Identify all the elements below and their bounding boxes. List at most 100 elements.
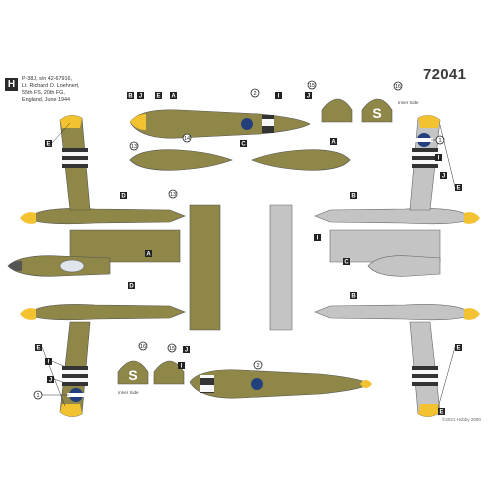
top-nose-gray <box>8 260 22 272</box>
svg-text:E: E <box>439 410 443 416</box>
side-stripes <box>200 375 214 393</box>
svg-text:B: B <box>128 94 133 100</box>
hobby2000-logo-icon: H <box>5 78 18 91</box>
callout-j: J <box>183 346 190 354</box>
svg-text:C: C <box>241 142 246 148</box>
bottom-boom-upper <box>314 208 473 225</box>
leader-line <box>51 122 71 144</box>
svg-text:J: J <box>49 378 52 384</box>
bottom-spinner-upper <box>464 212 480 224</box>
stripe <box>412 164 438 168</box>
stripe <box>62 152 88 156</box>
stripe <box>412 378 438 382</box>
svg-text:D: D <box>129 284 134 290</box>
svg-text:J: J <box>185 348 188 354</box>
side-nose-upper <box>130 114 146 130</box>
svg-text:J: J <box>307 94 310 100</box>
svg-text:E: E <box>156 94 160 100</box>
tail-fin-inner-top: S <box>361 98 393 123</box>
bottom-view-gray <box>269 115 480 417</box>
fuselage-letter: S <box>128 367 137 383</box>
svg-text:15: 15 <box>309 83 315 89</box>
stripe <box>62 160 88 164</box>
svg-text:A: A <box>146 252 151 258</box>
stripe <box>62 382 88 386</box>
svg-text:16: 16 <box>140 344 146 350</box>
callout-e: E <box>35 344 42 352</box>
side-stripes <box>262 115 274 133</box>
leader-line <box>53 378 69 385</box>
svg-text:1: 1 <box>438 138 441 144</box>
callout-i: I <box>45 358 52 366</box>
svg-text:B: B <box>351 194 356 200</box>
callout-j: J <box>47 376 54 384</box>
callout-a: A <box>170 92 177 100</box>
stripe <box>412 366 438 370</box>
stripe <box>412 160 438 164</box>
top-wingtip-upper <box>60 115 82 128</box>
callout-13: 13 <box>129 141 139 151</box>
tail-fin-outer-bottom <box>153 360 185 385</box>
aircraft-info-block: P-38J, s/n 42-67916, Lt. Richard O. Loeh… <box>22 76 142 104</box>
svg-text:E: E <box>46 142 50 148</box>
callout-j: J <box>440 172 447 180</box>
stripe <box>412 148 438 152</box>
callout-b: B <box>127 92 134 100</box>
side-view-lower <box>189 369 372 399</box>
leader-line <box>51 360 69 369</box>
leader-line <box>429 156 436 161</box>
svg-text:14: 14 <box>184 136 190 142</box>
svg-text:13: 13 <box>170 192 176 198</box>
svg-text:A: A <box>331 140 336 146</box>
top-boom-lower <box>27 304 186 321</box>
top-spinner-lower <box>20 308 36 320</box>
callout-i: I <box>275 92 282 100</box>
callout-c: C <box>240 140 247 148</box>
callout-c: C <box>343 258 350 266</box>
svg-text:E: E <box>456 346 460 352</box>
callout-b: B <box>350 292 357 300</box>
svg-text:15: 15 <box>169 346 175 352</box>
callout-e: E <box>455 344 462 352</box>
inner-side-label: Inner Side <box>398 100 419 105</box>
callout-j: J <box>305 92 312 100</box>
side-view-mid <box>129 149 351 171</box>
side-nacelle-left <box>129 149 233 171</box>
callout-d: D <box>128 282 135 290</box>
top-boom-upper <box>27 208 186 225</box>
svg-text:I: I <box>48 360 50 366</box>
top-wing <box>69 229 181 263</box>
callout-14: 14 <box>182 133 192 143</box>
svg-text:J: J <box>139 94 142 100</box>
kit-number: 72041 <box>423 66 467 83</box>
callout-15: 15 <box>307 80 317 90</box>
svg-text:I: I <box>317 236 319 242</box>
callout-i: I <box>178 362 185 370</box>
callout-1: 1 <box>33 390 43 400</box>
callout-i: I <box>435 154 442 162</box>
top-canopy <box>59 259 85 273</box>
callout-e: E <box>155 92 162 100</box>
leader-line <box>437 346 456 409</box>
top-spinner-upper <box>20 212 36 224</box>
stripe <box>412 370 438 374</box>
leader-line <box>41 346 66 407</box>
inner-side-label: Inner Side <box>118 390 139 395</box>
svg-text:E: E <box>456 186 460 192</box>
callout-2: 2 <box>253 360 263 370</box>
stripe <box>62 366 88 370</box>
callout-d: D <box>120 192 127 200</box>
aircraft-info-line: P-38J, s/n 42-67916, <box>22 76 73 82</box>
svg-text:C: C <box>344 260 349 266</box>
fuselage-letter: S <box>372 105 381 121</box>
bottom-boom-lower <box>314 304 473 321</box>
callout-b: B <box>350 192 357 200</box>
callout-e: E <box>45 140 52 148</box>
svg-text:2: 2 <box>253 91 256 97</box>
svg-text:I: I <box>438 156 440 162</box>
aircraft-info-line: England, June 1944 <box>22 97 70 103</box>
svg-text:I: I <box>278 94 280 100</box>
svg-text:B: B <box>351 294 356 300</box>
callout-i: I <box>314 234 321 242</box>
stripe <box>62 164 88 168</box>
